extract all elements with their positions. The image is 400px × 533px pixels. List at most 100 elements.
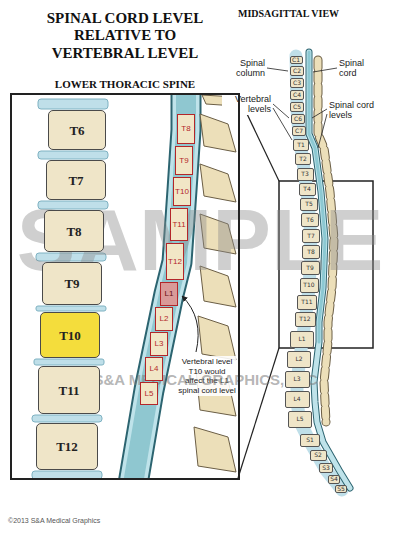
vertebra: T8 [302,245,320,259]
vertebra: C4 [290,90,304,100]
vertebra: L1 [290,331,314,348]
inset-ground [12,95,238,478]
cord-segment: L4 [145,357,163,381]
intervertebral-disc [38,99,108,109]
vertebral-body: T12 [36,423,98,470]
level-label: T6 [69,124,84,137]
zoom-indicator [238,348,279,478]
vertebra: C6 [291,114,305,124]
vertebra: C3 [290,78,304,88]
level-label: T11 [301,299,312,305]
vertebral-body: T8 [44,210,104,252]
cord-segment: L1 [160,282,178,306]
intervertebral-disc [36,306,106,311]
level-label: L3 [293,376,300,382]
level-label: C6 [294,116,302,122]
level-label: L5 [145,390,154,398]
inset-panel: LOWER THORACIC SPINET6T7T8T9T10T11T12T8T… [12,95,238,478]
cord-segment: T11 [170,208,188,241]
zoom-indicator [238,95,373,478]
vertebra: T3 [297,168,314,181]
vertebra: C5 [290,102,304,112]
intervertebral-disc [32,415,102,422]
leader-line [273,108,292,140]
cord-segment: T10 [173,177,191,206]
level-label: T11 [59,384,80,397]
vertebral-body: T6 [48,110,106,150]
vertebra: C1 [290,56,303,64]
vertebra: T12 [295,312,316,327]
vertebra: T2 [295,153,311,165]
level-label: L2 [295,356,302,362]
level-label: T2 [299,156,306,162]
cord-segment: L2 [155,307,173,331]
level-label: C1 [292,57,300,63]
intervertebral-disc [38,151,108,159]
level-label: C5 [293,104,301,110]
level-label: T3 [301,171,308,177]
callout-arrow [182,296,198,352]
level-label: T4 [303,186,310,192]
level-label: T9 [64,277,79,290]
vertebral-body: T9 [42,262,102,305]
spinous-process [194,427,236,472]
level-label: T6 [306,217,313,223]
diagram-title: SPINAL CORD LEVEL RELATIVE TO VERTEBRAL … [32,10,218,62]
vertebra: C7 [292,126,306,136]
vertebra: L5 [288,411,312,428]
level-label: T10 [175,188,189,196]
level-label: T12 [168,258,182,266]
level-label: L1 [165,290,174,298]
level-label: T9 [306,265,313,271]
vertebral-body: T10 [40,312,100,358]
vertebra: C2 [290,66,304,76]
vertebra: L3 [285,371,310,388]
level-label: L4 [293,396,300,402]
vertebra: S3 [319,463,333,473]
vertebral-body: T7 [46,160,106,200]
vertebra: S5 [335,485,347,493]
vertebra: T9 [301,261,320,275]
vertebra: S4 [328,475,340,484]
spinous-process [200,114,236,152]
cord-segment: T9 [175,146,193,175]
vertebra: S1 [300,434,320,447]
level-label: S1 [306,437,314,443]
level-label: T8 [307,249,314,255]
level-label: T8 [66,225,81,238]
vertebra: S2 [310,450,327,461]
vertebral-body: T11 [38,366,100,414]
level-label: T12 [299,316,310,322]
spinous-process [198,316,236,360]
level-label: C7 [295,128,303,134]
level-label: T8 [181,125,190,133]
leader-line [273,104,289,118]
vertebra: L4 [285,391,310,408]
inset-anatomy [32,95,236,478]
vertebra: T7 [302,229,320,243]
intervertebral-disc [32,471,102,478]
cord-segment: T8 [177,114,195,144]
vertebra: T10 [300,278,319,293]
view-title: MIDSAGITTAL VIEW [238,8,368,20]
structure-label: Vertebral levels [222,94,271,115]
level-label: T5 [305,201,312,207]
leader-line [267,68,337,148]
level-label: L5 [296,416,303,422]
structure-label: Spinal cord [339,58,375,79]
leader-line [312,109,327,118]
panel-heading: LOWER THORACIC SPINE [12,78,238,91]
level-label: S3 [322,465,330,471]
leader-line [318,114,327,148]
intervertebral-disc [34,359,104,365]
structure-label: Spinal column [222,58,265,79]
level-label: C4 [293,92,301,98]
level-label: L2 [160,315,169,323]
level-label: T9 [179,157,188,165]
level-label: S5 [337,486,345,492]
vertebra: T1 [293,139,309,151]
vertebra: T11 [297,295,317,310]
level-label: L3 [155,340,164,348]
level-label: T10 [59,329,81,342]
